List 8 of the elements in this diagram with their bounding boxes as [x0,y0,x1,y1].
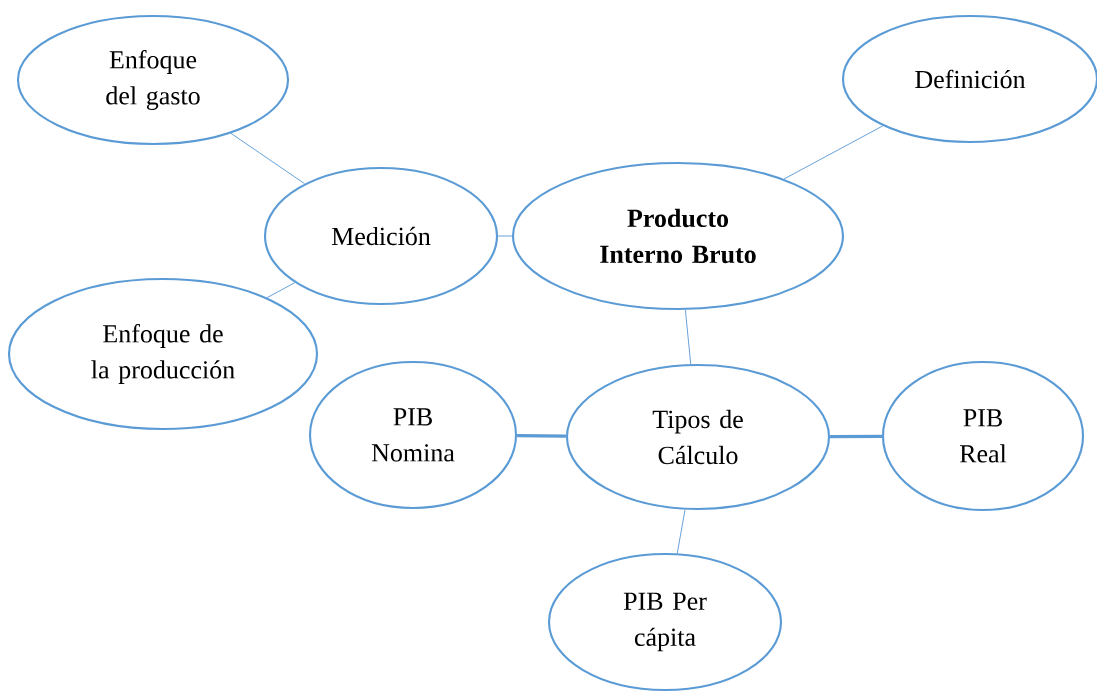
connector-line [266,282,296,299]
connector-line [497,235,513,237]
connector-line [517,434,566,438]
connector-line [676,509,686,554]
connector-line [230,132,306,185]
connector-line [684,309,692,365]
connector-line [830,434,882,439]
connector-line [783,125,884,180]
